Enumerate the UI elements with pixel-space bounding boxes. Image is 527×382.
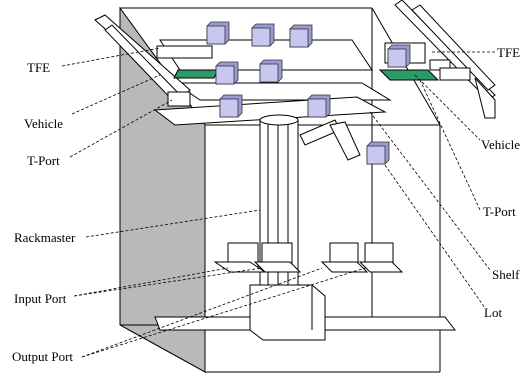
ports xyxy=(215,243,402,272)
label-tport-left: T-Port xyxy=(27,154,60,167)
label-tfe-right: TFE xyxy=(497,46,520,59)
label-tfe-left: TFE xyxy=(27,61,50,74)
label-lot: Lot xyxy=(484,306,502,319)
label-output-port: Output Port xyxy=(12,350,73,363)
label-rackmaster: Rackmaster xyxy=(14,231,75,244)
label-tport-right: T-Port xyxy=(483,205,516,218)
label-shelf: Shelf xyxy=(492,268,519,281)
label-vehicle-left: Vehicle xyxy=(24,117,63,130)
label-input-port: Input Port xyxy=(14,292,66,305)
label-vehicle-right: Vehicle xyxy=(481,138,520,151)
